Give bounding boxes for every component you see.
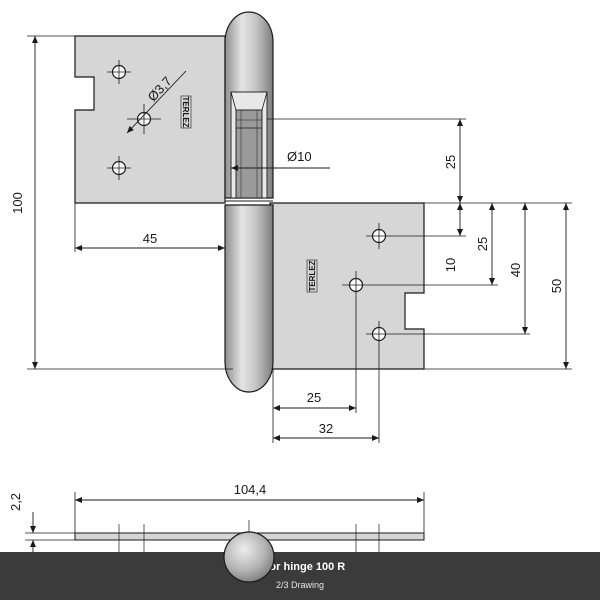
lower-hole-bottom: [366, 321, 392, 347]
manufacturer-logo-upper: TERLEZ: [180, 95, 192, 129]
thickness-label: 2,2: [8, 493, 23, 511]
svg-text:TERLEZ: TERLEZ: [308, 260, 317, 291]
caption-bar: Door hinge 100 R 2/3 Drawing: [0, 552, 600, 600]
upper-hole-bottom: [107, 156, 131, 180]
svg-text:TERLEZ: TERLEZ: [181, 96, 190, 127]
right-dimensions: [267, 118, 572, 370]
pin-diameter-label: Ø10: [287, 149, 312, 164]
side-view: [25, 492, 425, 552]
offset-10-label: 10: [443, 258, 458, 272]
total-height-label: 100: [10, 192, 25, 214]
pin-section: [230, 91, 268, 199]
leaf-width-label: 45: [143, 231, 157, 246]
upper-25-label: 25: [443, 155, 458, 169]
caption-title: Door hinge 100 R: [254, 561, 346, 573]
hole-diameter-leader: [126, 70, 187, 134]
upper-hole-middle: [127, 104, 161, 134]
caption-subtitle: 2/3 Drawing: [275, 580, 325, 590]
manufacturer-logo-lower: TERLEZ: [306, 259, 318, 293]
length-label: 104,4: [234, 482, 267, 497]
bottom-25-label: 25: [307, 390, 321, 405]
side-40-label: 40: [508, 263, 523, 277]
upper-hole-top: [107, 60, 131, 84]
bottom-32-label: 32: [319, 421, 333, 436]
lower-leaf-plate: [269, 202, 425, 370]
total-height-dimension: [27, 35, 233, 370]
lower-hole-middle: [342, 271, 370, 299]
leaf-width-dimension: [74, 203, 225, 252]
side-25-label: 25: [475, 237, 490, 251]
side-50-label: 50: [549, 279, 564, 293]
bottom-dimensions: [272, 299, 380, 443]
lower-knuckle: [224, 204, 274, 393]
lower-hole-top: [366, 223, 392, 249]
